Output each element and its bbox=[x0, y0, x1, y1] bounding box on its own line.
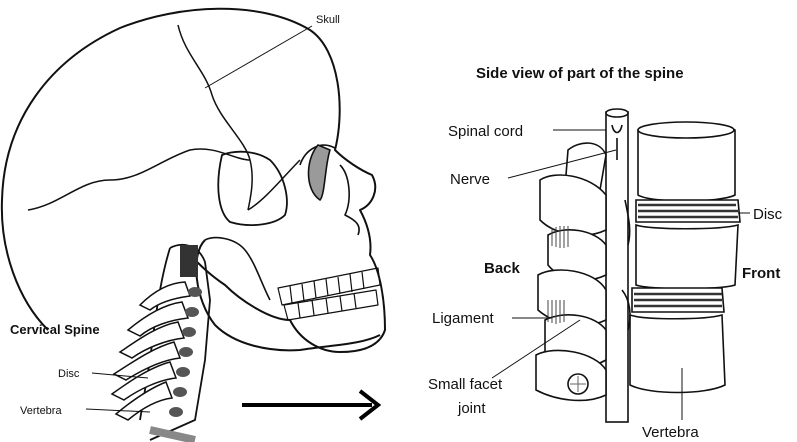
spinal-cord-label: Spinal cord bbox=[448, 123, 523, 140]
left-vertebra-label: Vertebra bbox=[20, 405, 62, 417]
skull-label: Skull bbox=[316, 14, 340, 26]
skull-drawing bbox=[2, 9, 385, 352]
ligament-label: Ligament bbox=[432, 310, 495, 327]
spine-view-title: Side view of part of the spine bbox=[476, 65, 684, 82]
back-label: Back bbox=[484, 260, 521, 277]
facet-label-line1: Small facet bbox=[428, 376, 503, 393]
right-disc-label: Disc bbox=[753, 206, 783, 223]
left-disc-label: Disc bbox=[58, 368, 80, 380]
arrow-icon bbox=[242, 391, 378, 419]
nerve-label: Nerve bbox=[450, 171, 490, 188]
front-label: Front bbox=[742, 265, 780, 282]
cervical-spine-drawing bbox=[86, 245, 210, 440]
right-vertebra-label: Vertebra bbox=[642, 424, 699, 441]
facet-label-line2: joint bbox=[457, 400, 486, 417]
spine-side-view-drawing bbox=[492, 109, 750, 422]
cervical-spine-label: Cervical Spine bbox=[10, 322, 100, 337]
